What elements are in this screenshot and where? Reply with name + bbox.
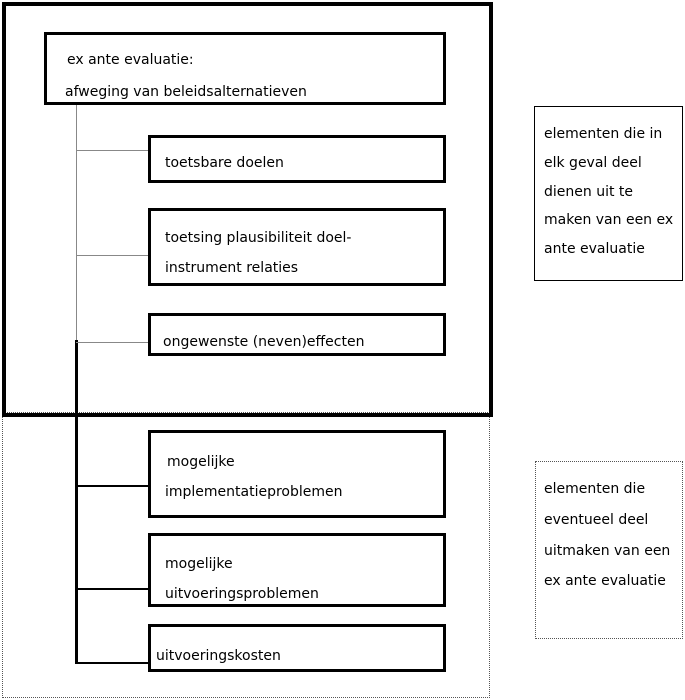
- node-label: toetsbare doelen: [165, 155, 284, 171]
- node-uitvoeringskosten: uitvoeringskosten: [148, 624, 446, 672]
- connector-trunk-lower: [75, 340, 78, 664]
- root-node-title: ex ante evaluatie:: [67, 52, 194, 68]
- legend-optional-line-4: ex ante evaluatie: [544, 573, 666, 589]
- connector-branch-4: [76, 485, 150, 487]
- legend-optional-line-3: uitmaken van een: [544, 543, 671, 559]
- node-label-line-2: uitvoeringsproblemen: [165, 586, 319, 602]
- root-node-box: ex ante evaluatie: afweging van beleidsa…: [44, 32, 446, 105]
- node-toetsbare-doelen: toetsbare doelen: [148, 135, 446, 183]
- node-label: uitvoeringskosten: [156, 648, 281, 664]
- node-ongewenste-effecten: ongewenste (neven)effecten: [148, 313, 446, 356]
- legend-required-line-4: maken van een ex: [544, 212, 674, 228]
- node-uitvoeringsproblemen: mogelijke uitvoeringsproblemen: [148, 533, 446, 607]
- node-label-line-1: mogelijke: [165, 556, 233, 572]
- root-node-subtitle: afweging van beleidsalternatieven: [65, 84, 307, 100]
- node-label-line-2: implementatieproblemen: [165, 484, 343, 500]
- legend-optional-line-2: eventueel deel: [544, 512, 649, 528]
- connector-branch-6: [76, 662, 150, 664]
- connector-trunk-upper: [76, 104, 77, 342]
- node-implementatieproblemen: mogelijke implementatieproblemen: [148, 430, 446, 518]
- connector-branch-5: [76, 588, 150, 590]
- node-label-line-1: mogelijke: [167, 454, 235, 470]
- legend-optional: elementen die eventueel deel uitmaken va…: [535, 461, 683, 639]
- optional-elements-frame: [2, 412, 490, 698]
- legend-optional-line-1: elementen die: [544, 481, 646, 497]
- legend-required-line-5: ante evaluatie: [544, 241, 645, 257]
- node-label-line-2: instrument relaties: [165, 260, 299, 276]
- required-elements-frame: [2, 2, 493, 417]
- connector-branch-2: [76, 255, 150, 256]
- legend-required-line-1: elementen die in: [544, 126, 663, 142]
- connector-branch-3: [76, 342, 150, 343]
- node-label: ongewenste (neven)effecten: [163, 334, 365, 350]
- legend-required-line-2: elk geval deel: [544, 155, 642, 171]
- legend-required-line-3: dienen uit te: [544, 184, 634, 200]
- node-label-line-1: toetsing plausibiliteit doel-: [165, 230, 352, 246]
- legend-required: elementen die in elk geval deel dienen u…: [534, 106, 683, 281]
- connector-branch-1: [76, 150, 150, 151]
- node-toetsing-plausibiliteit: toetsing plausibiliteit doel- instrument…: [148, 208, 446, 286]
